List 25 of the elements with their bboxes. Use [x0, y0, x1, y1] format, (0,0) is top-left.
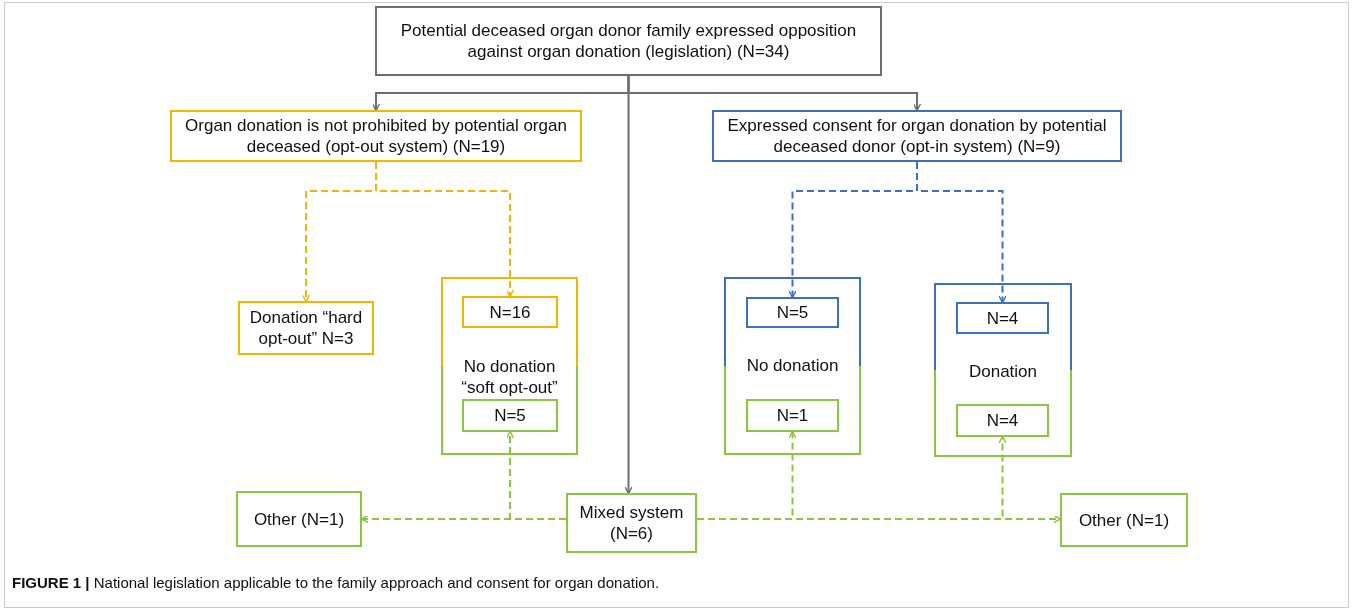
process-box: N=4 [956, 404, 1049, 437]
group-box [724, 277, 861, 455]
group-title: No donation “soft opt-out” [460, 356, 559, 398]
dashed-arrow [916, 161, 1007, 304]
process-box: N=5 [462, 399, 558, 432]
dashed-arrow [505, 430, 567, 520]
group-box [934, 283, 1072, 457]
process-box: Potential deceased organ donor family expressed opposition against organ donation (legislation) (N=34) [375, 6, 882, 76]
group-box [441, 277, 578, 455]
process-box: N=4 [956, 302, 1049, 334]
process-box: Other (N=1) [236, 491, 362, 547]
process-box: Organ donation is not prohibited by potential organ deceased (opt-out system) (N=19) [170, 110, 582, 162]
dashed-arrow [696, 514, 1062, 524]
process-box: Donation “hard opt-out” N=3 [238, 301, 374, 355]
group-title: No donation [745, 355, 840, 376]
process-box: N=16 [462, 296, 558, 328]
group-title: Donation [967, 361, 1039, 382]
process-box: Expressed consent for organ donation by potential deceased donor (opt-in system) (N=9) [712, 110, 1122, 162]
process-box: N=1 [746, 399, 839, 432]
process-box: N=5 [746, 297, 839, 328]
dashed-arrow [375, 161, 515, 298]
figure-caption: FIGURE 1 | National legislation applicable to the family approach and consent for organ donation. [12, 574, 660, 591]
process-box: Mixed system (N=6) [566, 493, 697, 553]
process-box: Other (N=1) [1060, 493, 1188, 547]
arrow [624, 75, 633, 495]
